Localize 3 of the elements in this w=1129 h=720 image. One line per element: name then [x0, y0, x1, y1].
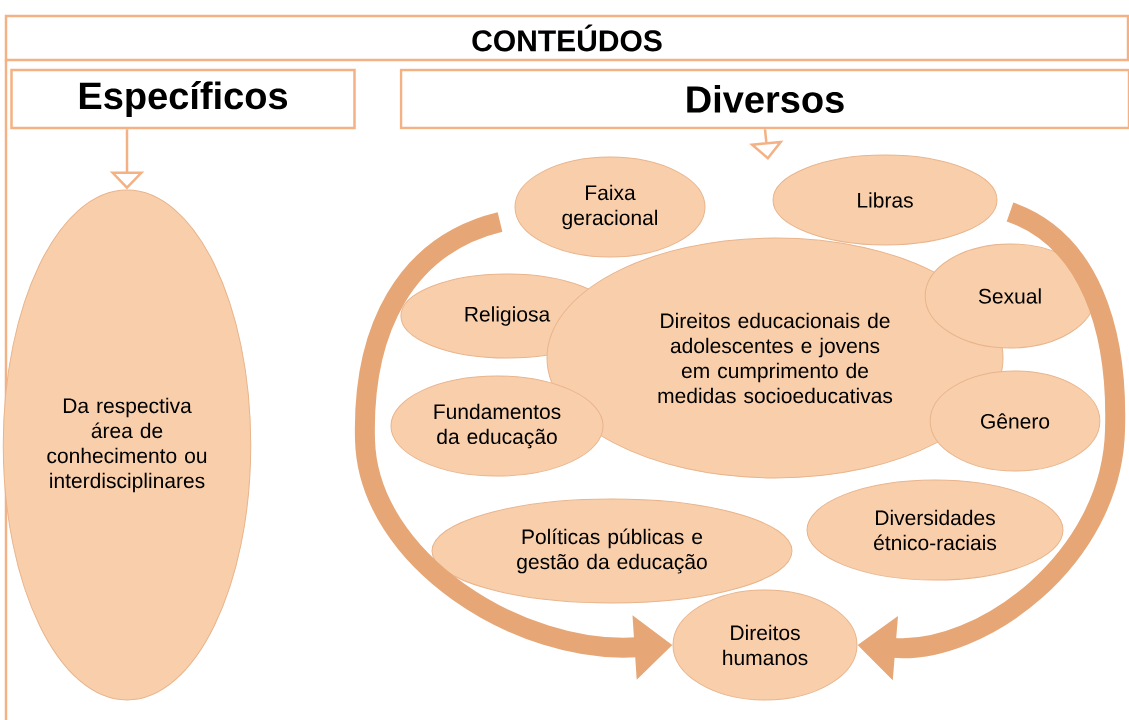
- header-box: CONTEÚDOS: [4, 14, 1129, 62]
- category-box: Diversos: [399, 68, 1129, 130]
- category-box: Específicos: [10, 68, 356, 130]
